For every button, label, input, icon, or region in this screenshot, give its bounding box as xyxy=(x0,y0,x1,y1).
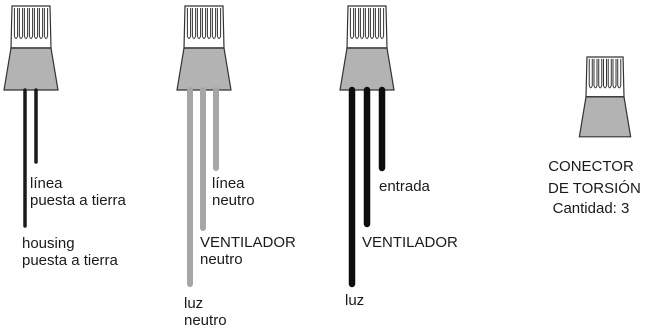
wire-label-luz: luz xyxy=(345,292,365,309)
legend-title-line2: DE TORSIÓN xyxy=(548,180,641,197)
twist-connector-3 xyxy=(339,5,395,91)
legend-connector-icon xyxy=(578,56,632,138)
wire-label-housing-tierra: housing puesta a tierra xyxy=(22,235,118,269)
legend-quantity: Cantidad: 3 xyxy=(552,200,630,217)
wire-label-luz-neutro: luz neutro xyxy=(184,295,227,329)
twist-connector-1 xyxy=(3,5,59,91)
legend-twist-connector: CONECTOR DE TORSIÓN Cantidad: 3 xyxy=(548,156,641,218)
wire-label-linea-tierra: línea puesta a tierra xyxy=(30,175,126,209)
legend-title-line1: CONECTOR xyxy=(548,158,634,175)
wire-label-ventilador: VENTILADOR xyxy=(362,234,458,251)
wire-label-ventilador-neutro: VENTILADOR neutro xyxy=(200,234,296,268)
wire-label-entrada: entrada xyxy=(379,178,430,195)
wire-label-linea-neutro: línea neutro xyxy=(212,175,255,209)
twist-connector-2 xyxy=(176,5,232,91)
